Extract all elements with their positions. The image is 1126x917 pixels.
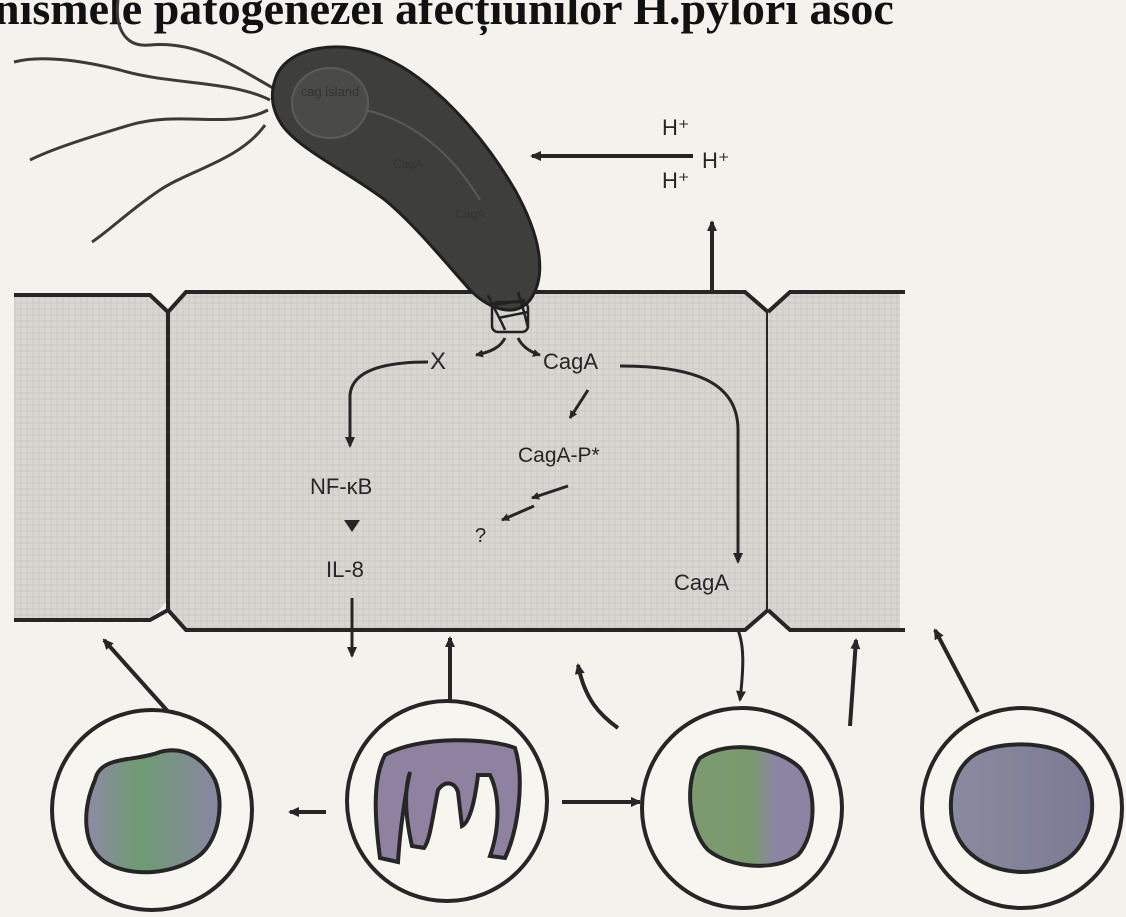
epithelium <box>14 292 905 630</box>
epithelial-cell-left <box>14 295 168 620</box>
caga-basolateral-label: CagA <box>674 570 729 595</box>
flagella <box>14 0 280 242</box>
nucleus-3 <box>690 747 812 866</box>
proton-label-3: H⁺ <box>662 168 690 193</box>
il8-label: IL-8 <box>326 557 364 582</box>
immune-cell-3 <box>642 708 842 908</box>
factor-x-label: X <box>430 348 446 375</box>
cag-island-label: cag island <box>301 84 360 99</box>
immune-cell-4 <box>922 708 1122 908</box>
caga-injected-label: CagA <box>543 349 598 374</box>
bacterium-caga-label-1: CagA <box>393 157 423 171</box>
immune-cell-1 <box>52 710 252 910</box>
proton-label-2: H⁺ <box>702 148 730 173</box>
nucleus-4 <box>951 744 1092 872</box>
immune-cell-2 <box>347 701 547 901</box>
epithelial-cell-right <box>768 292 900 630</box>
caga-phosphorylated-label: CagA-P* <box>518 444 600 467</box>
nfkb-label: NF-κB <box>310 474 372 499</box>
unknown-target-label: ? <box>475 525 486 547</box>
proton-label-1: H⁺ <box>662 115 690 140</box>
bacterium-caga-label-2: CagA <box>455 207 485 221</box>
h-pylori-bacterium: cag island CagA CagA <box>272 47 539 332</box>
immune-cells <box>52 701 1122 910</box>
nucleus-1 <box>86 750 219 872</box>
